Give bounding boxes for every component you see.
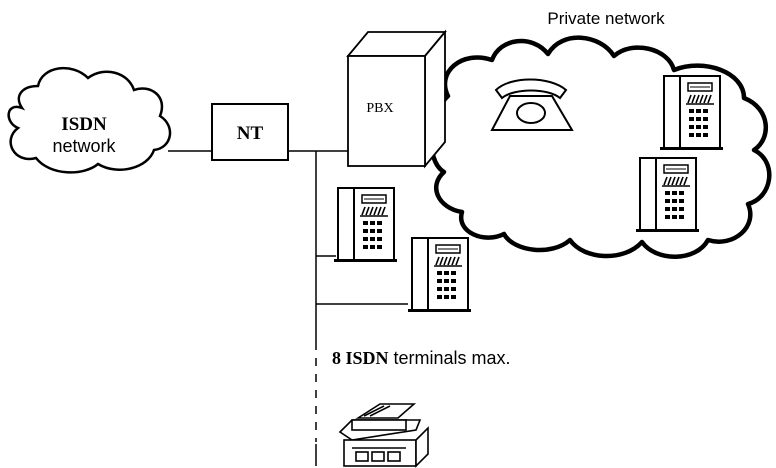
bus-capacity-rest: terminals max. xyxy=(389,348,511,368)
bus-phone-1 xyxy=(333,187,398,263)
bus-phone-2 xyxy=(407,237,472,313)
nt-box: NT xyxy=(211,103,289,161)
isdn-phone-icon xyxy=(407,237,472,313)
nt-label: NT xyxy=(237,123,264,144)
telephone-icon xyxy=(490,78,574,131)
isdn-phone-icon xyxy=(659,75,724,151)
isdn-cloud-title: ISDN xyxy=(61,114,107,135)
server-cabinet-icon xyxy=(346,29,447,169)
isdn-phone-icon xyxy=(333,187,398,263)
fax-machine xyxy=(338,403,429,468)
cloud-icon xyxy=(7,66,172,174)
bus-capacity-label: 8 ISDN terminals max. xyxy=(332,348,511,368)
pbx-label: PBX xyxy=(366,101,393,116)
rotary-telephone xyxy=(490,78,574,131)
isdn-cloud: ISDN network xyxy=(7,66,172,174)
private-phone-b xyxy=(635,157,700,233)
isdn-cloud-subtitle: network xyxy=(52,136,116,156)
pbx-cabinet: PBX xyxy=(346,29,447,169)
fax-machine-icon xyxy=(338,403,429,468)
private-phone-a xyxy=(659,75,724,151)
isdn-phone-icon xyxy=(635,157,700,233)
private-network-label: Private network xyxy=(547,9,665,28)
bus-capacity-bold: 8 ISDN xyxy=(332,348,389,368)
